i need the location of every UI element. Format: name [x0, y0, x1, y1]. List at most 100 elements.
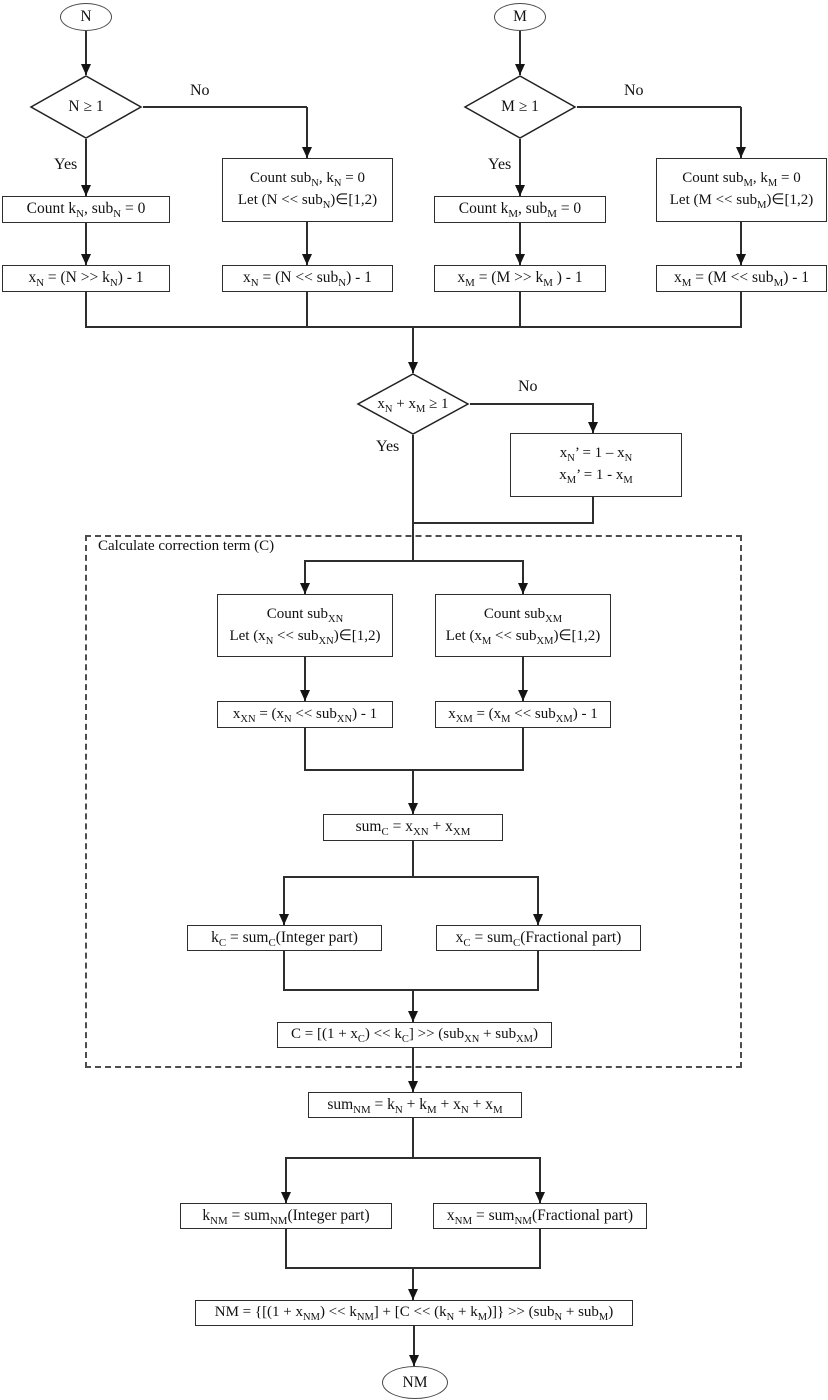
connector-line: [143, 106, 307, 108]
connector-line: [539, 1158, 541, 1203]
connector-line: [592, 404, 594, 433]
box-k-c: kC = sumC(Integer part): [187, 925, 382, 951]
arrowhead-icon: [518, 583, 528, 594]
connector-line: [85, 326, 742, 328]
edge-label-yes-m: Yes: [486, 156, 514, 174]
arrowhead-icon: [81, 64, 91, 75]
connector-line: [85, 292, 87, 328]
connector-line: [519, 139, 521, 196]
terminal-start-n-label: N: [80, 8, 92, 25]
decision-sum-label: xN + xM ≥ 1: [377, 395, 449, 415]
connector-line: [285, 1229, 287, 1269]
connector-line: [304, 728, 306, 771]
decision-sum-ge-1: xN + xM ≥ 1: [356, 373, 470, 435]
connector-line: [285, 1158, 287, 1203]
arrowhead-icon: [408, 362, 418, 373]
arrowhead-icon: [302, 147, 312, 158]
arrowhead-icon: [81, 185, 91, 196]
arrowhead-icon: [588, 422, 598, 433]
arrowhead-icon: [279, 914, 289, 925]
arrowhead-icon: [300, 583, 310, 594]
arrowhead-icon: [535, 1192, 545, 1203]
arrowhead-icon: [81, 254, 91, 265]
connector-line: [412, 435, 414, 562]
box-xn-left-shift: xN = (N << subN) - 1: [222, 265, 393, 292]
connector-line: [85, 31, 87, 75]
terminal-end-nm-label: NM: [402, 1373, 428, 1391]
connector-line: [412, 841, 414, 878]
diamond-shape: [356, 373, 470, 435]
connector-line: [519, 31, 521, 75]
box-x-nm: xNM = sumNM(Fractional part): [433, 1203, 647, 1229]
arrowhead-icon: [408, 1081, 418, 1092]
box-x-c: xC = sumC(Fractional part): [436, 925, 641, 951]
connector-line: [537, 877, 539, 925]
diamond-shape: [29, 75, 143, 139]
box-sum-c: sumC = xXN + xXM: [323, 814, 503, 841]
box-xm-left-shift: xM = (M << subM) - 1: [656, 265, 827, 292]
arrowhead-icon: [736, 254, 746, 265]
connector-line: [740, 222, 742, 265]
connector-line: [304, 561, 306, 594]
connector-line: [577, 106, 741, 108]
box-xxn: xXN = (xN << subXN) - 1: [217, 701, 393, 728]
connector-line: [522, 657, 524, 701]
arrowhead-icon: [533, 914, 543, 925]
connector-line: [412, 1048, 414, 1092]
connector-line: [306, 107, 308, 158]
connector-line: [283, 951, 285, 991]
decision-n-ge-1: N ≥ 1: [29, 75, 143, 139]
connector-line: [412, 1268, 414, 1300]
edge-label-no-m: No: [622, 82, 646, 100]
connector-line: [304, 560, 524, 562]
connector-line: [412, 327, 414, 373]
connector-line: [537, 951, 539, 991]
box-k-nm: kNM = sumNM(Integer part): [180, 1203, 392, 1229]
arrowhead-icon: [302, 254, 312, 265]
connector-line: [740, 107, 742, 158]
connector-line: [304, 657, 306, 701]
connector-line: [283, 876, 539, 878]
box-xm-right-shift: xM = (M >> kM ) - 1: [434, 265, 606, 292]
connector-line: [85, 223, 87, 265]
box-count-km: Count kM, subM = 0: [434, 196, 606, 223]
box-xn-right-shift: xN = (N >> kN) - 1: [2, 265, 170, 292]
connector-line: [413, 1326, 415, 1366]
box-c-formula: C = [(1 + xC) << kC] >> (subXN + subXM): [277, 1022, 552, 1048]
correction-term-group-box: [85, 535, 742, 1068]
connector-line: [539, 1229, 541, 1269]
connector-line: [412, 990, 414, 1022]
diamond-shape: [463, 75, 577, 139]
arrowhead-icon: [518, 690, 528, 701]
arrowhead-icon: [408, 1289, 418, 1300]
decision-m-ge-1: M ≥ 1: [463, 75, 577, 139]
connector-line: [283, 989, 539, 991]
connector-line: [592, 497, 594, 524]
connector-line: [412, 1118, 414, 1159]
edge-label-yes-sum: Yes: [374, 438, 402, 456]
arrowhead-icon: [300, 690, 310, 701]
arrowhead-icon: [408, 1011, 418, 1022]
box-sum-nm: sumNM = kN + kM + xN + xM: [308, 1092, 522, 1118]
box-nm-formula: NM = {[(1 + xNM) << kNM] + [C << (kN + k…: [195, 1300, 633, 1326]
connector-line: [285, 1267, 541, 1269]
arrowhead-icon: [515, 185, 525, 196]
arrowhead-icon: [515, 64, 525, 75]
edge-label-no-sum: No: [516, 378, 540, 396]
connector-line: [306, 222, 308, 265]
terminal-start-m: M: [494, 3, 546, 31]
connector-line: [285, 1157, 541, 1159]
decision-n-label: N ≥ 1: [68, 98, 104, 115]
connector-line: [306, 292, 308, 328]
connector-line: [412, 522, 594, 524]
connector-line: [85, 139, 87, 196]
arrowhead-icon: [408, 803, 418, 814]
arrowhead-icon: [515, 254, 525, 265]
decision-m-label: M ≥ 1: [501, 98, 539, 115]
arrowhead-icon: [409, 1355, 419, 1366]
edge-label-no-n: No: [188, 82, 212, 100]
